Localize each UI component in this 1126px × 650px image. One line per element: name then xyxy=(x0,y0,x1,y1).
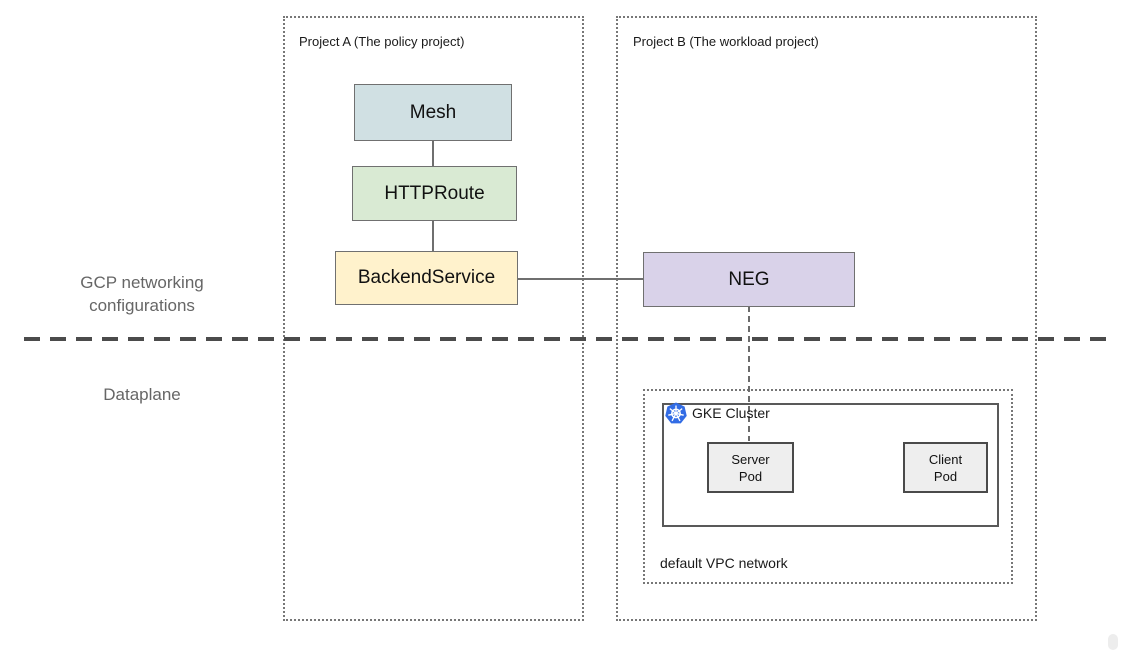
project-b-label: Project B (The workload project) xyxy=(633,34,819,49)
server-pod-node: Server Pod xyxy=(707,442,794,493)
neg-node: NEG xyxy=(643,252,855,307)
vpc-network-container xyxy=(643,389,1013,584)
httproute-node-label: HTTPRoute xyxy=(384,182,485,204)
layer-separator-dashed-line xyxy=(24,337,1115,341)
neg-node-label: NEG xyxy=(728,268,770,290)
mesh-node: Mesh xyxy=(354,84,512,141)
httproute-node: HTTPRoute xyxy=(352,166,517,221)
mesh-httproute-connector xyxy=(432,141,434,168)
client-pod-label: Client Pod xyxy=(928,451,963,484)
client-pod-node: Client Pod xyxy=(903,442,988,493)
httproute-backendservice-connector xyxy=(432,220,434,252)
project-b-container xyxy=(616,16,1037,621)
dataplane-layer-label: Dataplane xyxy=(103,385,181,404)
gke-cluster-header: GKE Cluster xyxy=(665,402,770,424)
mesh-node-label: Mesh xyxy=(409,101,457,123)
backendservice-neg-connector xyxy=(517,278,644,280)
gcp-networking-layer-label: GCP networking configurations xyxy=(80,273,204,315)
project-a-label: Project A (The policy project) xyxy=(299,34,465,49)
server-pod-label: Server Pod xyxy=(731,451,770,484)
project-a-container xyxy=(283,16,584,621)
neg-serverpod-dashed-connector xyxy=(748,306,750,441)
gke-cluster-label: GKE Cluster xyxy=(692,405,770,421)
backendservice-node-label: BackendService xyxy=(357,267,496,288)
vpc-network-label: default VPC network xyxy=(660,555,788,571)
backendservice-node: BackendService xyxy=(335,251,518,305)
scrollbar-thumb[interactable] xyxy=(1108,634,1118,650)
kubernetes-icon xyxy=(665,402,687,424)
